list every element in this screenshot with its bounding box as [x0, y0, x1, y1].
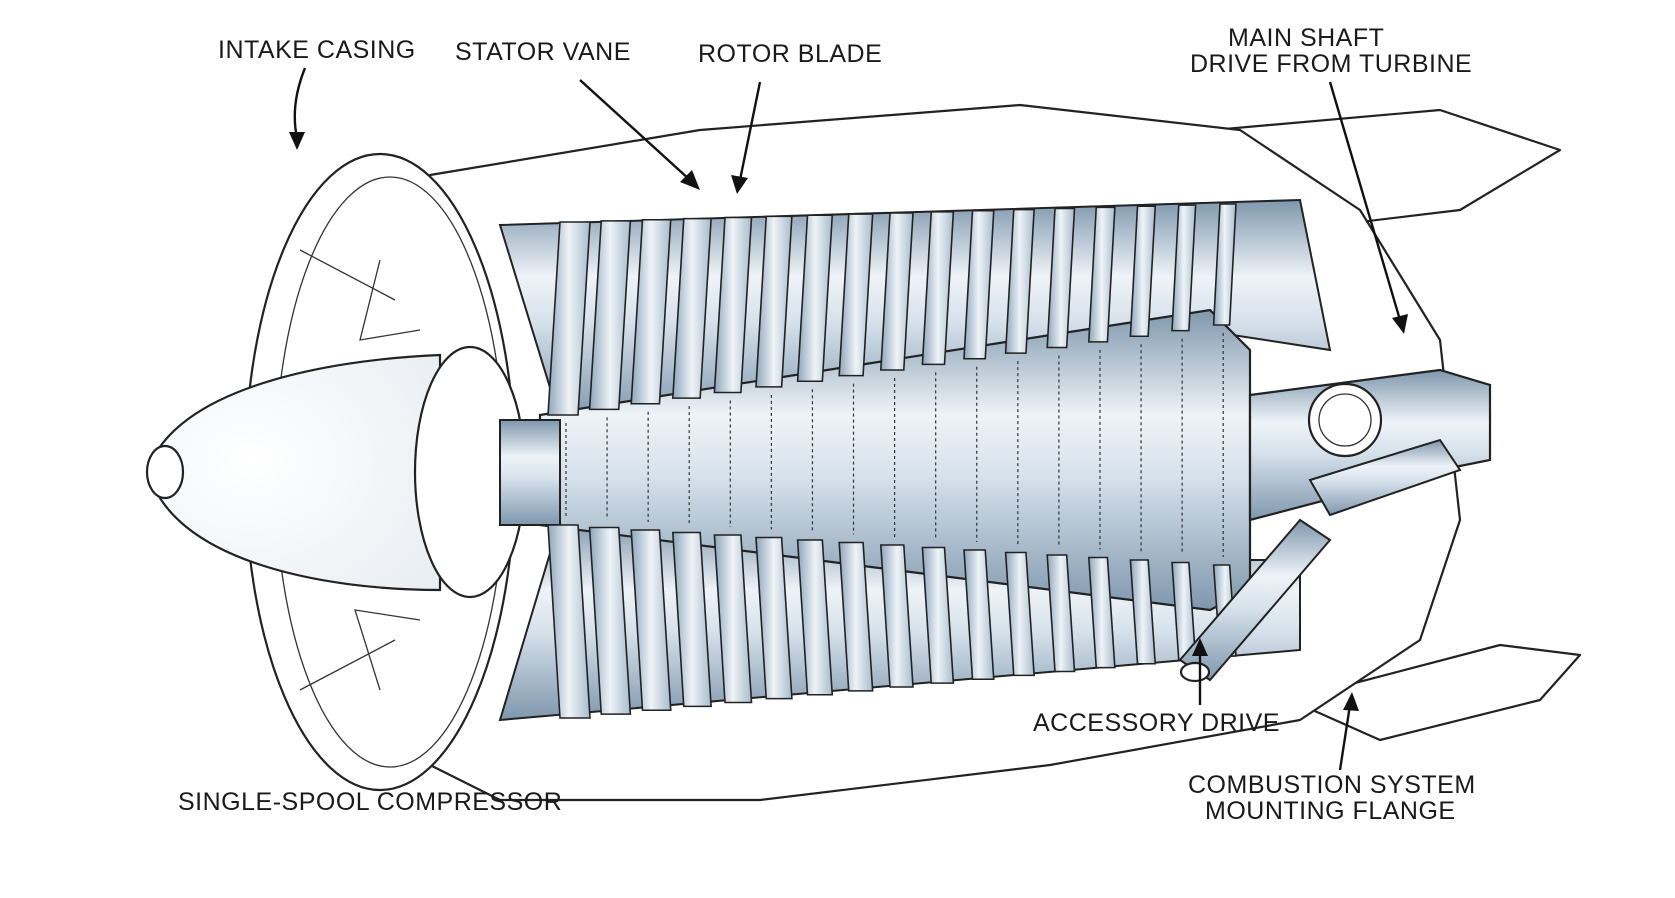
- label-main-shaft: MAIN SHAFT DRIVE FROM TURBINE: [1190, 24, 1472, 334]
- lower-blade: [1087, 556, 1116, 669]
- upper-blade: [547, 221, 591, 416]
- lower-blade: [796, 539, 834, 696]
- lower-blade: [755, 536, 793, 700]
- svg-text:ACCESSORY DRIVE: ACCESSORY DRIVE: [1033, 709, 1280, 737]
- upper-blade: [630, 218, 672, 405]
- label-rotor-blade: ROTOR BLADE: [698, 40, 882, 194]
- upper-blade: [713, 216, 753, 394]
- label-accessory-drive: ACCESSORY DRIVE: [1033, 638, 1280, 737]
- lower-blade: [1129, 559, 1157, 665]
- accessory-drive-shaft: [1178, 382, 1462, 683]
- lower-blade: [588, 526, 632, 715]
- upper-blade: [1212, 203, 1237, 326]
- lower-blade: [547, 524, 591, 719]
- lower-blade: [921, 546, 955, 684]
- svg-text:ROTOR BLADE: ROTOR BLADE: [698, 40, 882, 68]
- svg-text:INTAKE CASING: INTAKE CASING: [218, 36, 416, 64]
- upper-blade: [796, 214, 834, 383]
- lower-blade: [963, 549, 995, 681]
- nose-cone: [145, 345, 527, 599]
- lower-blade: [838, 541, 874, 692]
- compressor-stages: [547, 203, 1237, 719]
- upper-blade: [1129, 205, 1157, 338]
- upper-blade: [963, 209, 995, 360]
- upper-blade: [1046, 207, 1076, 349]
- upper-blade: [1087, 206, 1116, 343]
- upper-blade: [1004, 208, 1035, 354]
- label-combustion-flange: COMBUSTION SYSTEM MOUNTING FLANGE: [1188, 692, 1476, 825]
- upper-blade: [671, 217, 712, 399]
- lower-blade: [713, 534, 753, 704]
- upper-blade: [755, 215, 793, 388]
- upper-blade: [838, 213, 874, 377]
- label-stator-vane: STATOR VANE: [455, 38, 700, 190]
- svg-text:MAIN SHAFT: MAIN SHAFT: [1228, 24, 1384, 52]
- lower-blade: [671, 531, 712, 708]
- upper-blade: [1171, 204, 1197, 332]
- diagram-caption: SINGLE-SPOOL COMPRESSOR: [178, 788, 562, 816]
- svg-text:DRIVE FROM TURBINE: DRIVE FROM TURBINE: [1190, 50, 1472, 78]
- upper-blade: [879, 212, 914, 371]
- label-intake-casing: INTAKE CASING: [218, 36, 416, 150]
- lower-blade: [630, 529, 672, 712]
- lower-blade: [1004, 551, 1035, 677]
- lower-blade: [1046, 554, 1076, 673]
- lower-blade: [879, 544, 914, 688]
- svg-text:COMBUSTION SYSTEM: COMBUSTION SYSTEM: [1188, 771, 1476, 799]
- upper-blade: [588, 220, 632, 411]
- svg-text:STATOR VANE: STATOR VANE: [455, 38, 631, 66]
- svg-text:MOUNTING FLANGE: MOUNTING FLANGE: [1205, 797, 1456, 825]
- upper-blade: [921, 211, 955, 366]
